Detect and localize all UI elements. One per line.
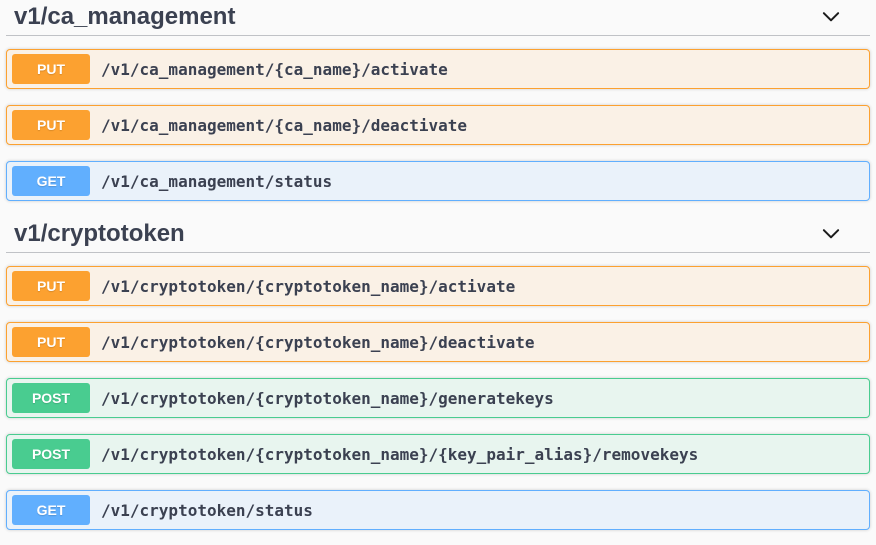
endpoint-row[interactable]: GET /v1/cryptotoken/status	[6, 490, 870, 530]
endpoint-row[interactable]: GET /v1/ca_management/status	[6, 161, 870, 201]
http-method-badge: GET	[12, 166, 90, 196]
endpoint-path: /v1/ca_management/status	[101, 171, 333, 191]
endpoint-path: /v1/ca_management/{ca_name}/deactivate	[101, 115, 468, 135]
section-title: v1/ca_management	[14, 3, 236, 30]
http-method-badge: PUT	[12, 271, 90, 301]
endpoint-path: /v1/cryptotoken/{cryptotoken_name}/deact…	[101, 332, 535, 352]
endpoint-path: /v1/cryptotoken/{cryptotoken_name}/gener…	[101, 388, 554, 408]
http-method-badge: PUT	[12, 327, 90, 357]
chevron-down-icon[interactable]	[820, 223, 842, 245]
api-tag-section: v1/ca_management PUT /v1/ca_management/{…	[6, 0, 870, 201]
endpoint-list: PUT /v1/ca_management/{ca_name}/activate…	[6, 36, 870, 201]
endpoint-path: /v1/ca_management/{ca_name}/activate	[101, 59, 448, 79]
http-method-badge: GET	[12, 495, 90, 525]
endpoint-row[interactable]: PUT /v1/cryptotoken/{cryptotoken_name}/d…	[6, 322, 870, 362]
endpoint-row[interactable]: PUT /v1/ca_management/{ca_name}/activate	[6, 49, 870, 89]
endpoint-row[interactable]: POST /v1/cryptotoken/{cryptotoken_name}/…	[6, 378, 870, 418]
section-header[interactable]: v1/cryptotoken	[6, 217, 870, 253]
endpoint-row[interactable]: PUT /v1/ca_management/{ca_name}/deactiva…	[6, 105, 870, 145]
endpoint-row[interactable]: PUT /v1/cryptotoken/{cryptotoken_name}/a…	[6, 266, 870, 306]
endpoint-row[interactable]: POST /v1/cryptotoken/{cryptotoken_name}/…	[6, 434, 870, 474]
endpoint-path: /v1/cryptotoken/{cryptotoken_name}/{key_…	[101, 444, 699, 464]
http-method-badge: POST	[12, 439, 90, 469]
chevron-down-icon[interactable]	[820, 6, 842, 28]
endpoint-path: /v1/cryptotoken/{cryptotoken_name}/activ…	[101, 276, 516, 296]
api-tag-section: v1/cryptotoken PUT /v1/cryptotoken/{cryp…	[6, 217, 870, 530]
section-title: v1/cryptotoken	[14, 220, 185, 247]
api-sections-container: v1/ca_management PUT /v1/ca_management/{…	[6, 0, 870, 530]
section-header[interactable]: v1/ca_management	[6, 0, 870, 36]
http-method-badge: PUT	[12, 54, 90, 84]
http-method-badge: PUT	[12, 110, 90, 140]
endpoint-path: /v1/cryptotoken/status	[101, 500, 313, 520]
http-method-badge: POST	[12, 383, 90, 413]
endpoint-list: PUT /v1/cryptotoken/{cryptotoken_name}/a…	[6, 253, 870, 530]
